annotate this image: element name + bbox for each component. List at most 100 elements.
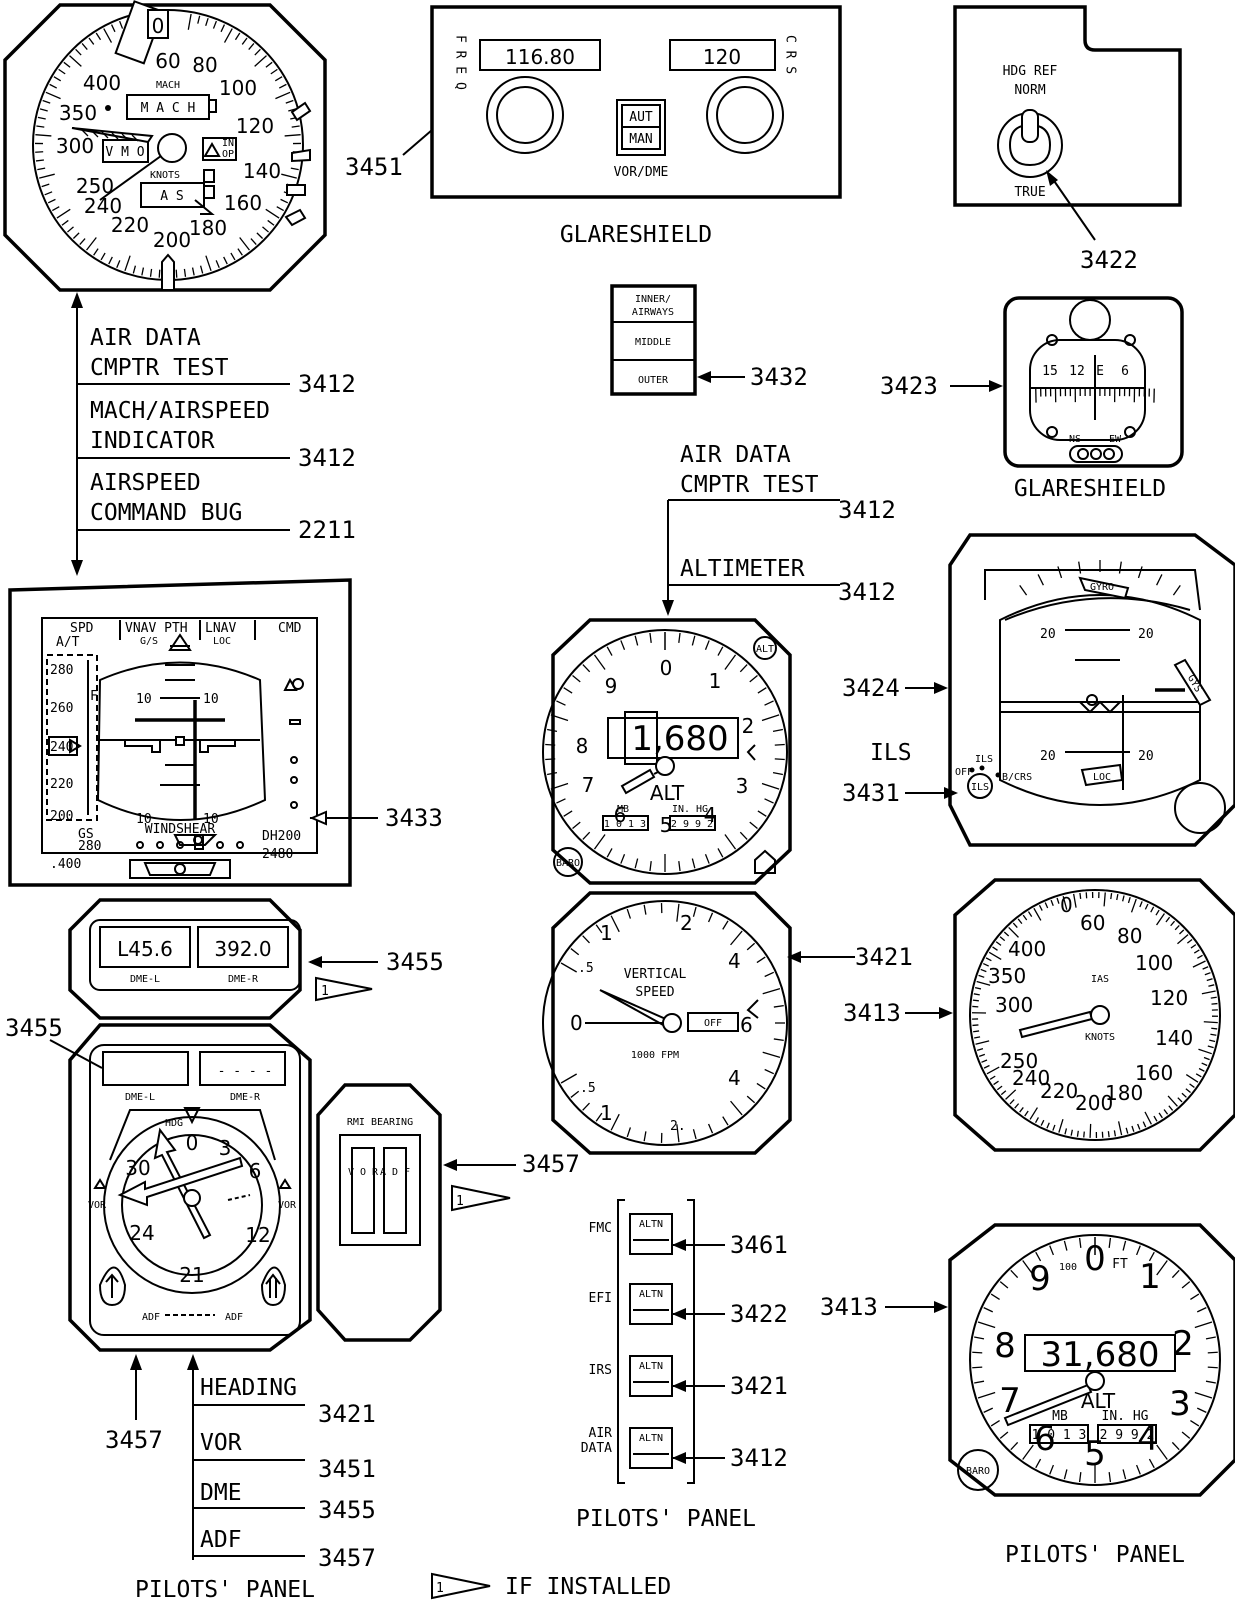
altimeter: 0 1 2 3 4 5 6 7 8 9 1,680 ALT MB IN. HG …	[542, 618, 792, 885]
hdg-ref-title1: HDG REF	[1003, 64, 1058, 79]
adi-pitch-dn-left: 20	[1040, 749, 1056, 764]
vor-dme-callout: 3451	[345, 153, 403, 181]
ias-tick-240: 240	[1012, 1066, 1050, 1090]
vsi-mark-2-up: 2	[680, 911, 693, 935]
salt-digit-3: 3	[1169, 1384, 1191, 1424]
hsi-left-callout: 3457	[105, 1426, 163, 1454]
ias-tick-180: 180	[1105, 1081, 1143, 1105]
dme-right-label: DME-R	[228, 974, 259, 985]
hsi-ref-vor: 3451	[318, 1455, 376, 1483]
hsi-label-adf: ADF	[200, 1527, 242, 1553]
air-data-label-1: AIR	[589, 1426, 613, 1441]
vor-aut[interactable]: AUT	[629, 110, 653, 125]
caption-glareshield-right: GLARESHIELD	[1014, 476, 1166, 502]
vor-man[interactable]: MAN	[629, 132, 652, 147]
masi-tick-300: 300	[56, 134, 94, 158]
efi-switch[interactable]: ALTN	[639, 1289, 663, 1300]
standby-altimeter: 0 1 2 3 4 5 6 7 8 9 100 FT 31,680 ALT MB…	[948, 1223, 1235, 1497]
rmi-bearing-switch: RMI BEARING V O R A D F	[316, 1083, 442, 1342]
hsi-dir-12: 12	[245, 1223, 270, 1247]
masi-tick-200: 200	[153, 228, 191, 252]
hsi-dme-dashes: - - - -	[218, 1064, 273, 1079]
hsi-dir-30: 30	[125, 1156, 150, 1180]
note-num: 1	[436, 1581, 444, 1596]
vsi-mark-4-up: 4	[728, 949, 741, 973]
vsi-mark-2-dn: 2.	[670, 1119, 686, 1134]
hsi-label-dme: DME	[200, 1480, 242, 1506]
efis-pitch-up-right: 10	[203, 692, 219, 707]
left-air-data-line1: AIR DATA	[90, 325, 201, 351]
standby-compass: 15 12 E 6 NS EW	[1003, 296, 1184, 468]
efis-speed-280: 280	[50, 663, 73, 678]
salt-baro-knob[interactable]: BARO	[966, 1466, 990, 1477]
dme-left-label: DME-L	[130, 974, 160, 985]
masi-mach-label: MACH	[156, 80, 180, 91]
salt-counter: 31,680	[1041, 1335, 1160, 1375]
hsi-dme-callout: 3455	[5, 1014, 63, 1042]
masi-tick-100: 100	[219, 76, 257, 100]
ias-tick-0: 0	[1060, 893, 1073, 917]
left-air-data-line2: CMPTR TEST	[90, 355, 229, 381]
hsi-label-vor: VOR	[200, 1430, 242, 1456]
adi-ils-knob[interactable]: ILS	[971, 782, 989, 793]
adi-pitch-up-left: 20	[1040, 627, 1056, 642]
compass-6: 6	[1121, 364, 1129, 379]
masi-tick-400: 400	[83, 71, 121, 95]
masi-inop-1: IN	[222, 138, 234, 149]
vor-crs-value: 120	[703, 45, 741, 69]
ias-tick-200: 200	[1075, 1091, 1113, 1115]
hdg-ref-switch-panel: HDG REF NORM TRUE	[953, 5, 1182, 207]
left-label-airspeed-bug: AIRSPEED COMMAND BUG 2211	[77, 470, 356, 544]
vor-dme-control-panel: F R E Q 116.80 120 C R S AUT MAN VOR/DME	[430, 5, 842, 199]
ias-tick-100: 100	[1135, 951, 1173, 975]
salt-inhg-label: IN. HG	[1102, 1409, 1149, 1424]
alt-digit-0: 0	[660, 656, 673, 680]
efi-label: EFI	[589, 1291, 612, 1306]
irs-switch[interactable]: ALTN	[639, 1361, 663, 1372]
hsi: - - - - DME-L DME-R HDG 0 3 6 12 21 24 3…	[68, 1023, 312, 1352]
masi-mach-window: M A C H	[141, 101, 196, 116]
compass-e: E	[1096, 364, 1104, 379]
hdg-ref-bottom[interactable]: TRUE	[1014, 185, 1045, 200]
left-mach-ref: 3412	[298, 444, 356, 472]
efis-speed-220: 220	[50, 777, 73, 792]
efis-pitch-up-left: 10	[136, 692, 152, 707]
efis-vnav: VNAV PTH	[125, 621, 188, 636]
hsi-ref-heading: 3421	[318, 1400, 376, 1428]
fmc-switch[interactable]: ALTN	[639, 1219, 663, 1230]
ias-label: IAS	[1091, 974, 1109, 985]
caption-pilots-panel-center: PILOTS' PANEL	[576, 1506, 756, 1532]
vor-freq-label: F R E Q	[453, 35, 468, 90]
ias-tick-80: 80	[1117, 924, 1142, 948]
irs-callout: 3421	[730, 1372, 788, 1400]
marker-inner2: AIRWAYS	[632, 307, 674, 318]
efis-gs-value: 280	[78, 839, 101, 854]
marker-inner: INNER/	[635, 294, 671, 305]
caption-pilots-panel-left: PILOTS' PANEL	[135, 1577, 315, 1602]
alt-baro-knob[interactable]: BARO	[556, 858, 580, 869]
air-data-label-2: DATA	[581, 1441, 612, 1456]
efis-at: A/T	[56, 635, 80, 650]
rmi-note-flag: 1	[451, 1184, 511, 1212]
efis-speed-200: 200	[50, 809, 73, 824]
vsi-callout: 3421	[855, 943, 913, 971]
air-data-switch[interactable]: ALTN	[639, 1433, 663, 1444]
adi-loc-flag: LOC	[1093, 772, 1111, 783]
vsi-units: 1000 FPM	[631, 1050, 679, 1061]
ias-tick-160: 160	[1135, 1061, 1173, 1085]
salt-hg-value: 2 9 9 2	[1100, 1428, 1155, 1443]
left-mach-line2: INDICATOR	[90, 428, 215, 454]
salt-callout: 3413	[820, 1293, 878, 1321]
ias-tick-140: 140	[1155, 1026, 1193, 1050]
adi-ils-label: ILS	[975, 754, 993, 765]
salt-mb-value: 1 0 1 3	[1032, 1428, 1087, 1443]
center-label-altimeter: ALTIMETER 3412	[668, 556, 896, 606]
adi-pitch-dn-right: 20	[1138, 749, 1154, 764]
left-label-air-data-test: AIR DATA CMPTR TEST 3412	[77, 325, 356, 398]
hsi-dir-6: 6	[249, 1159, 262, 1183]
marker-middle: MIDDLE	[635, 337, 671, 348]
ias-tick-220: 220	[1040, 1079, 1078, 1103]
hsi-ref-dme: 3455	[318, 1496, 376, 1524]
ias-tick-300: 300	[995, 993, 1033, 1017]
